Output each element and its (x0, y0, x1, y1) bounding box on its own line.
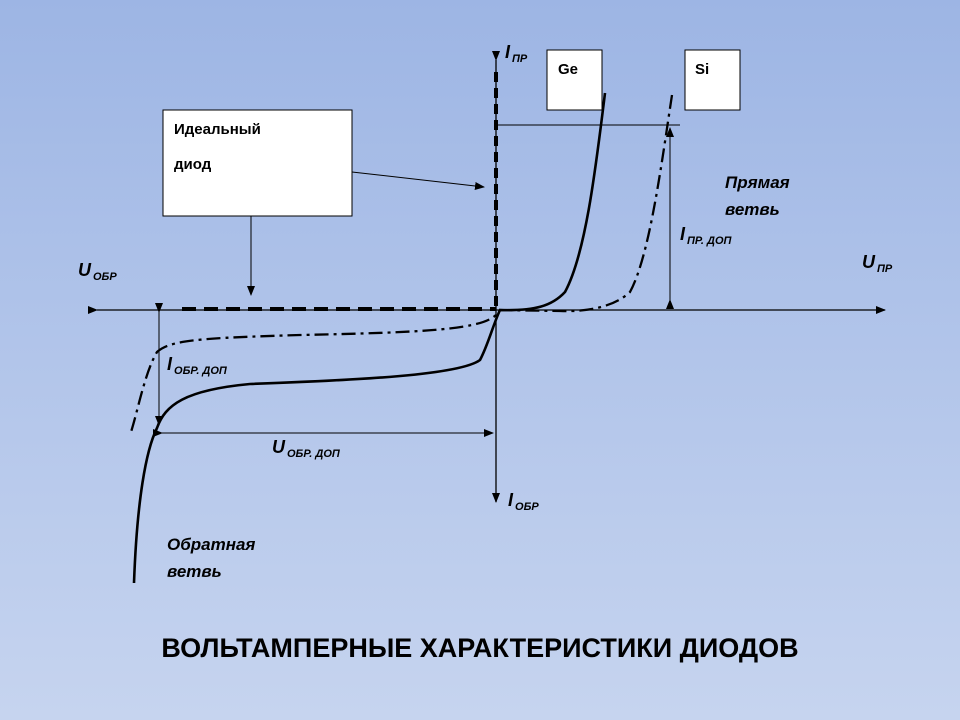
forward-branch-label-line2: ветвь (725, 200, 780, 219)
ge-label: Ge (558, 61, 578, 78)
reverse-branch-label-line1: Обратная (167, 535, 255, 554)
forward-branch-label-line1: Прямая (725, 173, 790, 192)
ge-label-box (546, 49, 603, 111)
si-label-box (684, 49, 741, 111)
si-label: Si (695, 61, 709, 78)
ideal-diode-label-line2: диод (174, 156, 212, 173)
ideal-diode-box (162, 109, 353, 217)
ge-curve (132, 92, 607, 584)
ideal-diode-pointer-right (351, 171, 485, 190)
ideal-diode-label-line1: Идеальный (174, 121, 261, 138)
reverse-branch-label-line2: ветвь (167, 562, 222, 581)
slide-title: ВОЛЬТАМПЕРНЫЕ ХАРАКТЕРИСТИКИ ДИОДОВ (161, 633, 799, 663)
